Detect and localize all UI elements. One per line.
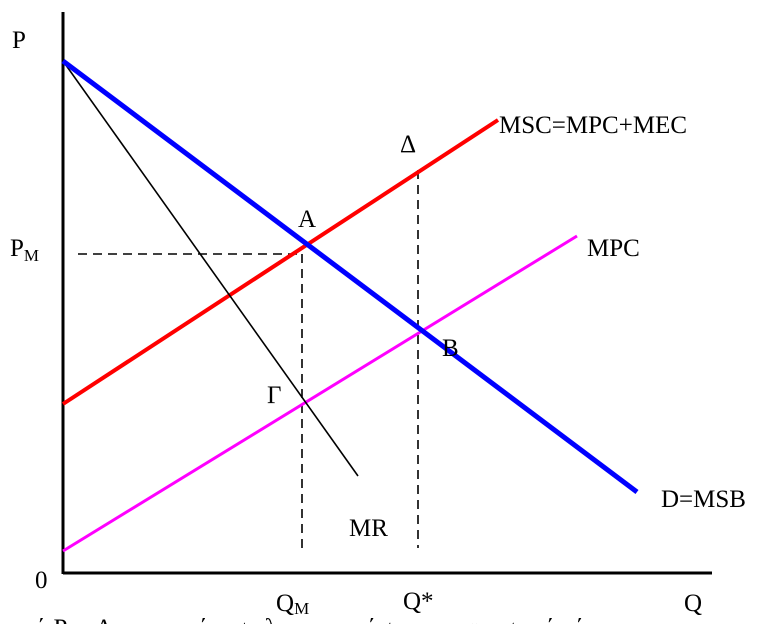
msc-curve-label: MSC=MPC+MEC xyxy=(499,112,687,139)
mpc-curve-label: MPC xyxy=(587,235,640,262)
x-axis-label: Q xyxy=(684,590,702,617)
quantity-qm-main: Q xyxy=(276,590,294,617)
point-gamma-label: Γ xyxy=(267,382,281,409)
quantity-qm-sub: M xyxy=(294,599,309,618)
demand-curve xyxy=(61,59,639,494)
quantity-qstar-label: Q* xyxy=(403,588,434,615)
mr-curve-label: MR xyxy=(349,515,388,542)
quantity-qm-label: QM xyxy=(276,590,309,618)
mpc-curve xyxy=(62,234,578,553)
msc-curve xyxy=(61,118,500,406)
y-axis-label: P xyxy=(12,27,26,54)
caption-text: τιμή PM. Αν η επιχείρηση λειτουργούσε αν… xyxy=(4,615,585,624)
price-pm-label: PM xyxy=(10,235,39,265)
mr-curve xyxy=(62,60,359,477)
point-b-label: B xyxy=(442,335,459,362)
point-a-label: A xyxy=(298,206,316,233)
caption-line-rest: . Αν η επιχείρηση λειτουργούσε ανταγωνισ… xyxy=(83,615,586,624)
price-pm-sub: M xyxy=(24,246,39,265)
origin-label: 0 xyxy=(35,567,48,594)
demand-curve-label: D=MSB xyxy=(661,486,746,513)
point-delta-label: Δ xyxy=(400,131,416,158)
caption-line-start: τιμή P xyxy=(4,615,67,624)
price-pm-main: P xyxy=(10,235,24,262)
